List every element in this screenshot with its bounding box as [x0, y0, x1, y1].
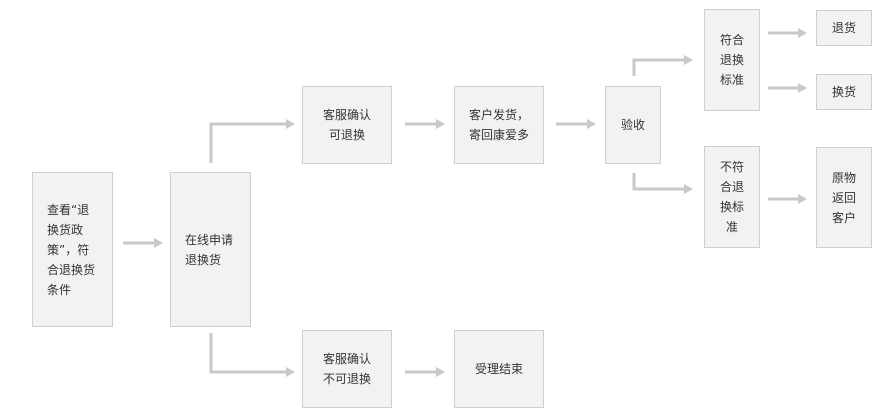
node-return-goods: 退货 — [816, 10, 872, 46]
node-accept-end: 受理结束 — [454, 330, 544, 408]
node-customer-ship-label: 客户发货， 寄回康爱多 — [468, 108, 529, 142]
node-cs-confirm-no-label: 客服确认 不可退换 — [322, 352, 371, 386]
node-apply-online: 在线申请 退换货 — [170, 172, 251, 327]
node-cs-confirm-ok-label: 客服确认 可退换 — [322, 108, 371, 142]
arrow-apply-to-confirm-no — [209, 333, 288, 374]
arrowhead — [587, 119, 596, 129]
node-customer-ship: 客户发货， 寄回康爱多 — [454, 86, 544, 164]
arrowhead — [798, 28, 807, 38]
node-not-meets-standard: 不符 合退 换标 准 — [704, 146, 760, 248]
node-meets-standard-label: 符合 退换 标准 — [719, 33, 744, 87]
arrowhead — [798, 83, 807, 93]
node-not-meets-standard-label: 不符 合退 换标 准 — [719, 160, 744, 234]
node-accept-end-label: 受理结束 — [474, 362, 523, 376]
node-check-policy-label: 查看“退 换货政 策”，符 合退换货 条件 — [47, 202, 96, 297]
arrowhead — [684, 184, 693, 194]
node-return-original-label: 原物 返回 客户 — [831, 170, 856, 225]
node-return-goods-label: 退货 — [831, 21, 856, 35]
node-inspect: 验收 — [605, 86, 661, 164]
node-apply-online-label: 在线申请 退换货 — [185, 232, 234, 267]
arrow-inspect-to-not-meets — [632, 173, 686, 191]
arrowhead — [436, 119, 445, 129]
arrowhead — [436, 367, 445, 377]
arrowhead — [286, 367, 295, 377]
node-meets-standard: 符合 退换 标准 — [704, 9, 760, 111]
arrow-apply-to-confirm-ok — [209, 122, 288, 163]
node-inspect-label: 验收 — [620, 118, 645, 132]
node-check-policy: 查看“退 换货政 策”，符 合退换货 条件 — [32, 172, 113, 327]
arrowhead — [684, 55, 693, 65]
node-exchange-goods: 换货 — [816, 74, 872, 110]
arrowhead — [798, 194, 807, 204]
arrowhead — [286, 119, 295, 129]
node-cs-confirm-no: 客服确认 不可退换 — [302, 330, 392, 408]
arrowhead — [154, 238, 163, 248]
node-return-original: 原物 返回 客户 — [816, 147, 872, 248]
node-cs-confirm-ok: 客服确认 可退换 — [302, 86, 392, 164]
node-exchange-goods-label: 换货 — [831, 85, 856, 99]
arrow-inspect-to-meets — [632, 58, 686, 76]
